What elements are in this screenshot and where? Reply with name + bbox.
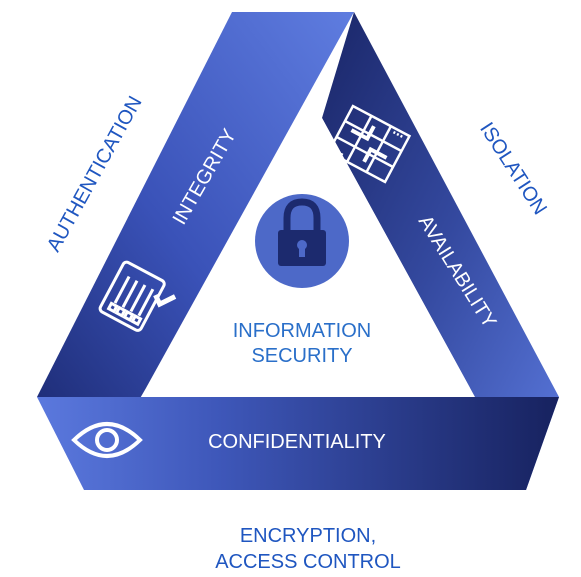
server-grid-icon <box>326 104 412 184</box>
center-title-line2: SECURITY <box>251 345 352 367</box>
integrity-band <box>37 12 354 440</box>
encryption-label-line1: ENCRYPTION, <box>240 525 376 547</box>
confidentiality-label: CONFIDENTIALITY <box>208 431 386 453</box>
eye-icon <box>71 422 143 458</box>
isolation-label: ISOLATION <box>475 119 551 219</box>
encryption-label-line2: ACCESS CONTROL <box>215 551 401 573</box>
center-title-line1: INFORMATION <box>233 320 372 342</box>
confidentiality-band <box>37 397 559 490</box>
availability-band <box>322 12 559 490</box>
clipboard-checklist-icon <box>98 260 177 332</box>
padlock-icon <box>255 194 349 288</box>
